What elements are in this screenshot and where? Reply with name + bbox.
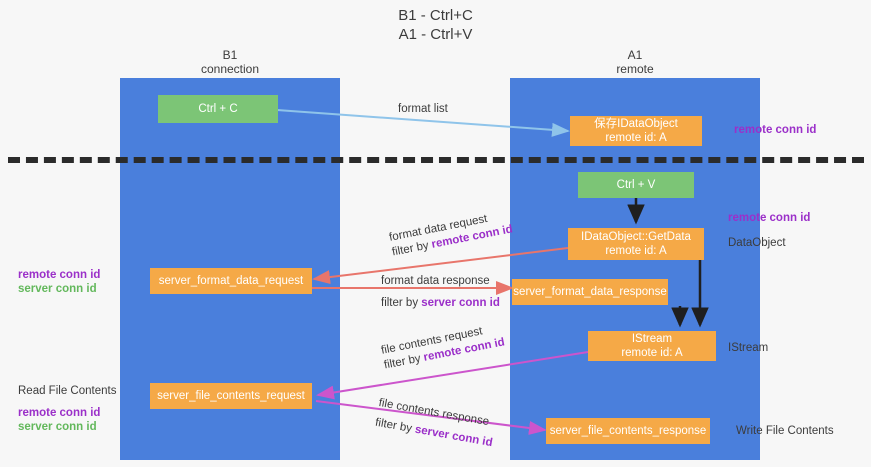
node-ctrl-v-label: Ctrl + V <box>616 179 656 191</box>
node-save-dataobject-line-2: remote id: A <box>605 132 667 144</box>
node-getdata-line-2: remote id: A <box>605 245 667 257</box>
node-server-format-data-request-label: server_format_data_request <box>158 275 304 287</box>
node-server-format-data-response-label: server_format_data_response <box>513 286 667 298</box>
node-ctrl-v[interactable]: Ctrl + V <box>578 172 694 198</box>
node-getdata[interactable]: IDataObject::GetData remote id: A <box>568 228 704 260</box>
node-server-file-contents-response-label: server_file_contents_response <box>549 425 707 437</box>
edge-label-format-list: format list <box>398 103 448 115</box>
annotation-right-top-remote: remote conn id <box>734 124 817 136</box>
node-server-file-contents-response[interactable]: server_file_contents_response <box>546 418 710 444</box>
edge-label-file-contents-response: file contents response filter by server … <box>374 396 497 451</box>
node-getdata-line-1: IDataObject::GetData <box>581 231 691 243</box>
lane-header-right-role: remote <box>616 62 654 76</box>
node-ctrl-c-label: Ctrl + C <box>198 103 238 115</box>
lane-header-right: A1 remote <box>510 48 760 76</box>
edge-label-format-data-response: format data response filter by server co… <box>381 274 500 311</box>
annotation-left-bottom-remote: remote conn id <box>18 407 101 419</box>
annotation-right-mid-remote: remote conn id <box>728 212 811 224</box>
node-server-file-contents-request[interactable]: server_file_contents_request <box>150 383 312 409</box>
annotation-left-mid: remote conn id server conn id <box>18 268 100 296</box>
node-istream-line-2: remote id: A <box>621 347 683 359</box>
page-title: B1 - Ctrl+C A1 - Ctrl+V <box>0 6 871 44</box>
node-istream[interactable]: IStream remote id: A <box>588 331 716 361</box>
annotation-left-mid-remote: remote conn id <box>18 269 101 281</box>
annotation-left-mid-server: server conn id <box>18 283 97 295</box>
edge-label-format-data-response-filter: filter by server conn id <box>381 297 500 309</box>
phase-separator <box>8 157 864 163</box>
title-line-2: A1 - Ctrl+V <box>398 26 473 43</box>
node-ctrl-c[interactable]: Ctrl + C <box>158 95 278 123</box>
annotation-istream-caption: IStream <box>728 342 769 354</box>
node-server-file-contents-request-label: server_file_contents_request <box>157 390 305 402</box>
title-line-1: B1 - Ctrl+C <box>398 7 473 24</box>
node-save-dataobject[interactable]: 保存IDataObject remote id: A <box>570 116 702 146</box>
edge-label-format-data-response-line-1: format data response <box>381 275 490 287</box>
edge-filter-key: server conn id <box>421 297 500 309</box>
annotation-read-file-contents: Read File Contents <box>18 385 117 397</box>
node-server-format-data-request[interactable]: server_format_data_request <box>150 268 312 294</box>
annotation-write-file-contents: Write File Contents <box>736 425 834 437</box>
edge-label-format-data-request: format data request filter by remote con… <box>388 208 514 261</box>
annotation-left-bottom-server: server conn id <box>18 421 97 433</box>
node-istream-line-1: IStream <box>631 333 673 345</box>
lane-header-left-role: connection <box>200 62 260 76</box>
node-save-dataobject-line-1: 保存IDataObject <box>594 118 678 130</box>
annotation-left-bottom: Read File Contents remote conn id server… <box>18 384 116 434</box>
lane-header-right-name: A1 <box>627 48 643 62</box>
lane-header-left: B1 connection <box>120 48 340 76</box>
lane-header-left-name: B1 <box>222 48 238 62</box>
edge-label-file-contents-request: file contents request filter by remote c… <box>380 321 506 374</box>
annotation-dataobject-caption: DataObject <box>728 237 786 249</box>
node-server-format-data-response[interactable]: server_format_data_response <box>512 279 668 305</box>
